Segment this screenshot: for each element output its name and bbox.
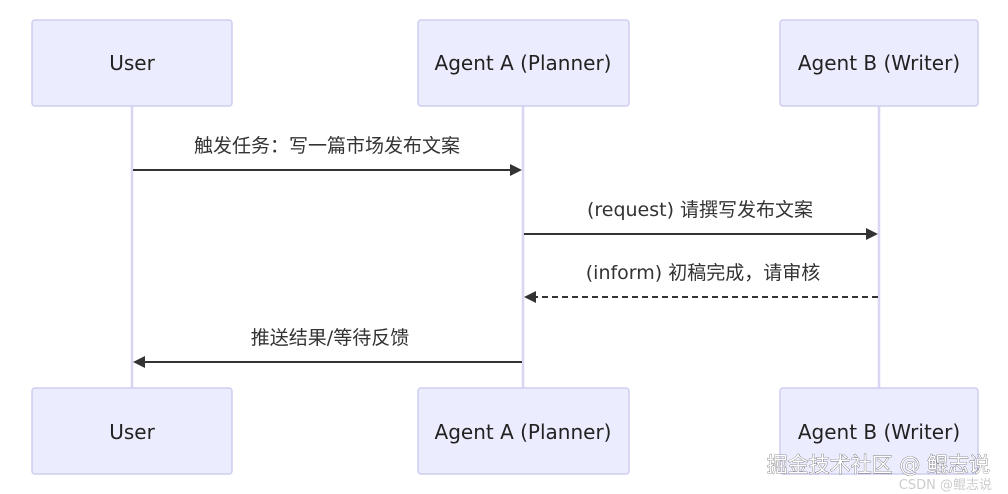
arrow-head-icon <box>866 228 878 240</box>
actor-top-planner: Agent A (Planner) <box>417 19 630 107</box>
actor-top-user: User <box>31 19 233 107</box>
message-label: (request) 请撰写发布文案 <box>587 199 813 221</box>
message-3: (inform) 初稿完成，请审核 <box>524 262 878 303</box>
message-label: 触发任务：写一篇市场发布文案 <box>194 135 460 157</box>
actor-label: Agent A (Planner) <box>435 420 612 444</box>
arrow-head-icon <box>133 356 145 368</box>
actor-label: User <box>109 51 155 75</box>
message-2: (request) 请撰写发布文案 <box>524 199 878 240</box>
watermark-text: 掘金技术社区 @ 鲲志说 <box>767 453 990 477</box>
message-label: 推送结果/等待反馈 <box>251 327 409 349</box>
actor-label: Agent B (Writer) <box>798 420 960 444</box>
arrow-head-icon <box>524 291 536 303</box>
actor-bottom-writer: Agent B (Writer) <box>779 387 979 475</box>
actor-top-writer: Agent B (Writer) <box>779 19 979 107</box>
actor-label: Agent A (Planner) <box>435 51 612 75</box>
watermark-subtext: CSDN @鲲志说 <box>899 478 992 493</box>
actor-label: Agent B (Writer) <box>798 51 960 75</box>
message-4: 推送结果/等待反馈 <box>133 327 522 368</box>
actor-label: User <box>109 420 155 444</box>
arrow-head-icon <box>510 164 522 176</box>
actor-bottom-planner: Agent A (Planner) <box>417 387 630 475</box>
message-1: 触发任务：写一篇市场发布文案 <box>133 135 522 176</box>
actor-bottom-user: User <box>31 387 233 475</box>
message-label: (inform) 初稿完成，请审核 <box>586 262 821 284</box>
